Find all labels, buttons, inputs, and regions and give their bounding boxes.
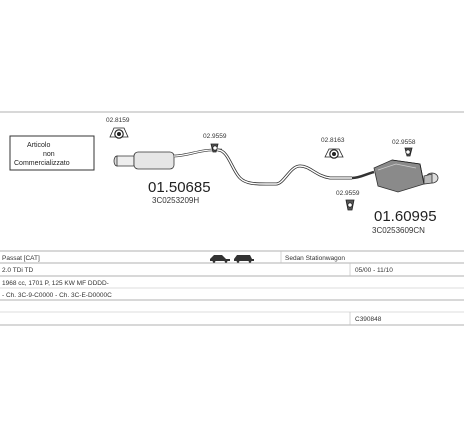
hanger-mid-label: 02.9559 — [336, 190, 360, 197]
clamp-left-label: 02.8159 — [106, 117, 130, 124]
note-line-1: Articolo — [27, 142, 50, 149]
spec-table — [0, 250, 464, 326]
front-pipe-number: 01.50685 — [148, 179, 211, 196]
engine-detail-text: 1968 cc, 1701 P, 125 KW MF DDDD- — [2, 280, 109, 287]
chassis-text: - Ch. 3C-9-C0000 - Ch. 3C-E-D0000C — [2, 292, 112, 299]
hanger-left-icon — [210, 143, 219, 153]
front-pipe-oem: 3C0253209H — [152, 196, 199, 205]
note-line-3: Commercializzato — [14, 160, 70, 167]
hanger-mid-icon — [345, 199, 355, 211]
front-pipe-drawing — [113, 148, 352, 186]
body-text: Sedan Stationwagon — [285, 255, 345, 262]
clamp-mid-label: 02.8163 — [321, 137, 345, 144]
rear-silencer-drawing — [351, 159, 439, 193]
note-line-2: non — [43, 151, 55, 158]
clamp-mid-icon — [324, 148, 344, 159]
code-text: C390848 — [355, 316, 382, 323]
car-body-icon — [210, 255, 254, 263]
clamp-left-icon — [109, 127, 129, 139]
not-sold-note: Articolo non Commercializzato — [9, 135, 95, 171]
rear-silencer-oem: 3C0253609CN — [372, 226, 425, 235]
hanger-right-icon — [404, 147, 413, 157]
engine-text: 2.0 TDi TD — [2, 267, 33, 274]
model-text: Passat [CAT] — [2, 255, 40, 262]
hanger-right-label: 02.9558 — [392, 139, 416, 146]
dates-text: 05/00 - 11/10 — [355, 267, 393, 274]
hanger-left-label: 02.9559 — [203, 133, 227, 140]
rear-silencer-number: 01.60995 — [374, 208, 437, 225]
